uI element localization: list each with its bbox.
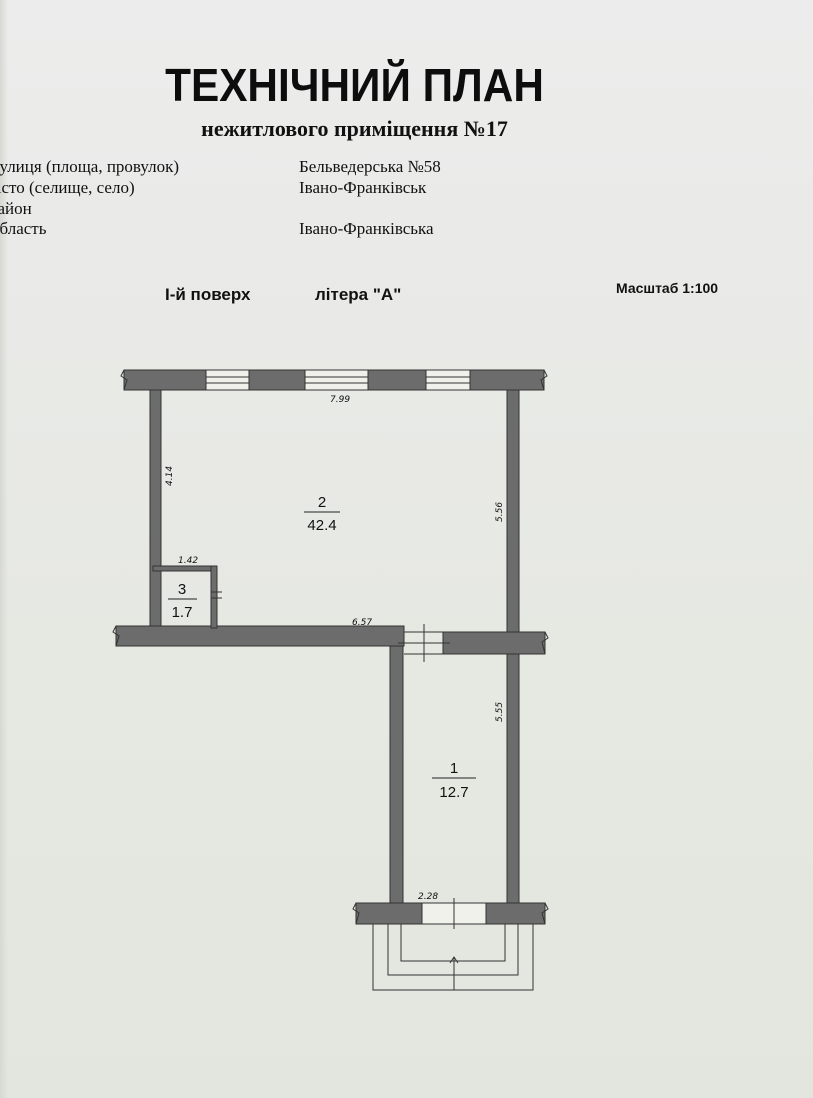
room-2-area: 42.4 bbox=[307, 517, 336, 534]
document-subtitle: нежитлового приміщення №17 bbox=[201, 116, 508, 141]
document-title: ТЕХНІЧНИЙ ПЛАН bbox=[165, 59, 544, 111]
dimension-right-upper: 5.56 bbox=[495, 502, 505, 522]
page-edge-shadow bbox=[0, 0, 8, 1098]
dimension-closet-width: 1.42 bbox=[178, 556, 198, 566]
window bbox=[304, 369, 369, 391]
dimension-top-width: 7.99 bbox=[330, 395, 350, 405]
address-city-label: місто (селище, село) bbox=[0, 178, 135, 197]
dimension-left-height: 4.14 bbox=[165, 466, 175, 486]
wall-corridor-left bbox=[389, 645, 404, 905]
window bbox=[205, 369, 250, 391]
address-city-value: Івано-Франківськ bbox=[299, 178, 427, 197]
address-region-label: область bbox=[0, 219, 47, 238]
room-1-number: 1 bbox=[450, 760, 458, 777]
dimension-bottom-width: 2.28 bbox=[418, 892, 438, 902]
scale-label: Масштаб 1:100 bbox=[616, 280, 719, 296]
dimension-right-lower: 5.55 bbox=[495, 702, 505, 722]
wall-closet-side bbox=[210, 565, 218, 629]
wall-closet-top bbox=[152, 565, 218, 572]
wall-bottom-segment bbox=[485, 902, 546, 925]
room-2-number: 2 bbox=[318, 494, 326, 511]
room-1-area: 12.7 bbox=[439, 784, 468, 801]
wall-top-segment bbox=[248, 369, 306, 391]
wall-right-upper bbox=[506, 389, 520, 633]
dimension-partition: 6.57 bbox=[352, 618, 372, 628]
break-mark bbox=[112, 625, 120, 647]
wall-corridor-right bbox=[506, 653, 520, 905]
window bbox=[425, 369, 471, 391]
wall-top-segment bbox=[367, 369, 427, 391]
break-mark bbox=[541, 631, 549, 655]
room-3-area: 1.7 bbox=[172, 604, 193, 621]
break-mark bbox=[541, 902, 549, 925]
entrance-steps bbox=[400, 924, 506, 962]
wall-top-segment bbox=[123, 369, 207, 391]
letter-label: літера "А" bbox=[315, 285, 402, 304]
break-mark bbox=[352, 902, 360, 925]
wall-bottom-segment bbox=[355, 902, 423, 925]
address-region-value: Івано-Франківська bbox=[299, 219, 434, 238]
wall-middle-left bbox=[115, 625, 405, 647]
address-street-label: вулиця (площа, провулок) bbox=[0, 157, 180, 176]
room-3-number: 3 bbox=[178, 581, 186, 598]
break-mark bbox=[120, 369, 128, 391]
break-mark bbox=[540, 369, 548, 391]
address-street-value: Бельведерська №58 bbox=[299, 157, 441, 176]
wall-left bbox=[149, 389, 162, 631]
address-district-label: район bbox=[0, 199, 32, 218]
entrance-steps bbox=[387, 924, 519, 976]
floor-label: І-й поверх bbox=[165, 285, 251, 304]
wall-middle-right bbox=[442, 631, 546, 655]
entrance-steps bbox=[372, 924, 534, 991]
wall-top-segment bbox=[469, 369, 545, 391]
